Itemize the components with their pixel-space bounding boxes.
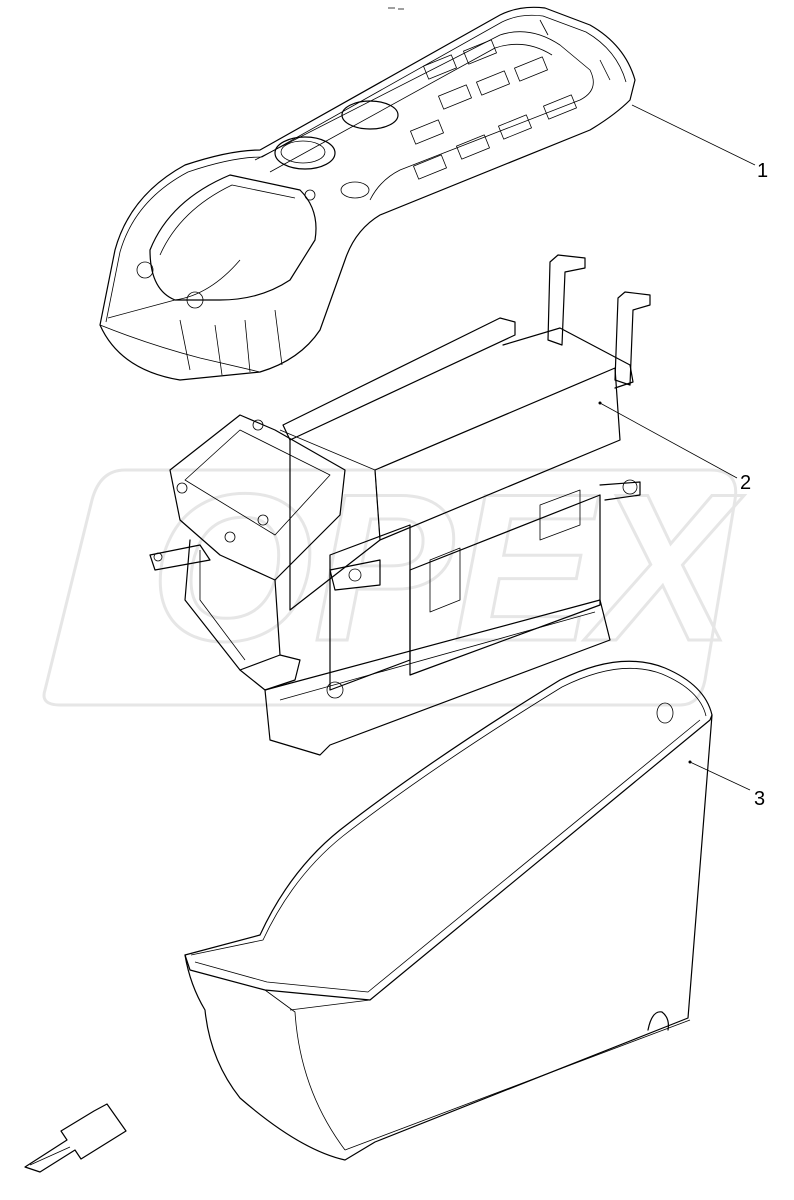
callout-2: 2 [598, 401, 751, 494]
direction-arrow-icon [24, 1103, 127, 1173]
svg-text:OPEX: OPEX [150, 450, 744, 685]
part-2-bracket-frame [149, 254, 651, 756]
part-1-armrest-cover [99, 6, 636, 381]
svg-text:1: 1 [757, 160, 768, 182]
svg-text:3: 3 [754, 788, 765, 810]
callout-1: 1 [631, 104, 768, 182]
callout-3: 3 [688, 760, 765, 810]
top-mark [388, 7, 404, 10]
svg-text:2: 2 [740, 472, 751, 494]
button-grid [410, 39, 577, 180]
part-3-lower-housing [184, 660, 713, 1161]
